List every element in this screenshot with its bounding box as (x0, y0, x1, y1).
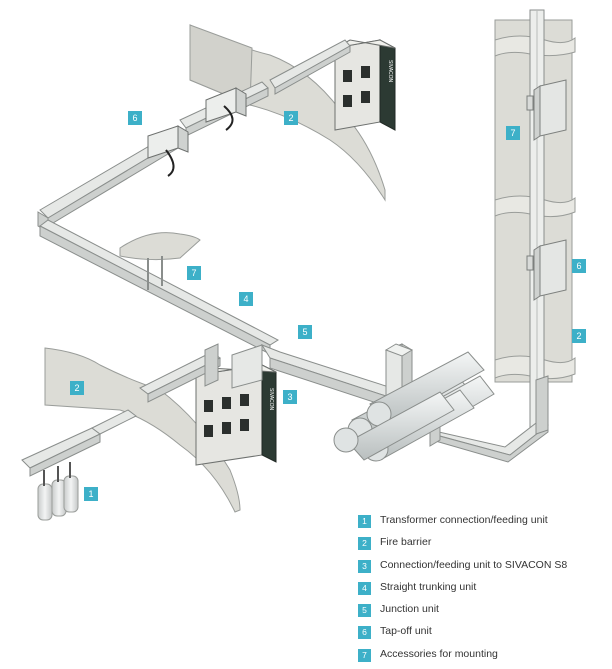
callout-junction-unit: 5 (298, 325, 312, 339)
legend-item: 1 Transformer connection/feeding unit (358, 513, 608, 535)
callout-fire-barrier-left: 2 (70, 381, 84, 395)
legend: 1 Transformer connection/feeding unit 2 … (358, 513, 608, 669)
legend-label: Accessories for mounting (380, 647, 498, 660)
hanger-accessory (119, 232, 201, 290)
legend-label: Junction unit (380, 603, 439, 616)
callout-fire-barrier-riser: 2 (572, 329, 586, 343)
busbar-trunking-lower (139, 343, 549, 463)
legend-number: 2 (358, 537, 371, 551)
legend-number: 6 (358, 626, 371, 640)
legend-item: 3 Connection/feeding unit to SIVACON S8 (358, 558, 608, 580)
callout-transformer: 1 (84, 487, 98, 501)
riser-tapoff-box-upper (526, 79, 567, 141)
legend-label: Transformer connection/feeding unit (380, 514, 548, 526)
callout-sivacon-connection: 3 (283, 390, 297, 404)
legend-label: Tap-off unit (380, 625, 432, 638)
legend-label: Connection/feeding unit to SIVACON S8 (380, 558, 568, 571)
legend-item: 7 Accessories for mounting (358, 647, 608, 669)
fire-barrier-wall-left (44, 347, 241, 513)
cabinet-brand-top: SIVACON (387, 60, 393, 83)
callout-tapoff-top: 6 (128, 111, 142, 125)
cabinet-brand-lower: SIVACON (268, 388, 274, 411)
pipes (333, 351, 495, 462)
legend-item: 2 Fire barrier (358, 535, 608, 557)
legend-label: Fire barrier (380, 536, 432, 549)
legend-number: 1 (358, 515, 371, 528)
tapoff-units-top (147, 87, 247, 177)
legend-number: 5 (358, 604, 371, 618)
riser-column (494, 9, 576, 431)
transformer-connection (21, 409, 137, 521)
legend-item: 5 Junction unit (358, 602, 608, 624)
callout-fire-barrier-top: 2 (284, 111, 298, 125)
legend-number: 3 (358, 559, 371, 573)
callout-accessories-riser: 7 (506, 126, 520, 140)
legend-item: 4 Straight trunking unit (358, 580, 608, 602)
callout-tapoff-riser: 6 (572, 259, 586, 273)
legend-item: 6 Tap-off unit (358, 624, 608, 646)
callout-straight-unit: 4 (239, 292, 253, 306)
legend-number: 4 (358, 581, 371, 595)
riser-tapoff-box-lower (526, 239, 567, 301)
sivacon-cabinet-top: SIVACON (334, 39, 396, 131)
callout-accessories-hanger: 7 (187, 266, 201, 280)
legend-number: 7 (358, 648, 371, 662)
legend-label: Straight trunking unit (380, 580, 477, 593)
